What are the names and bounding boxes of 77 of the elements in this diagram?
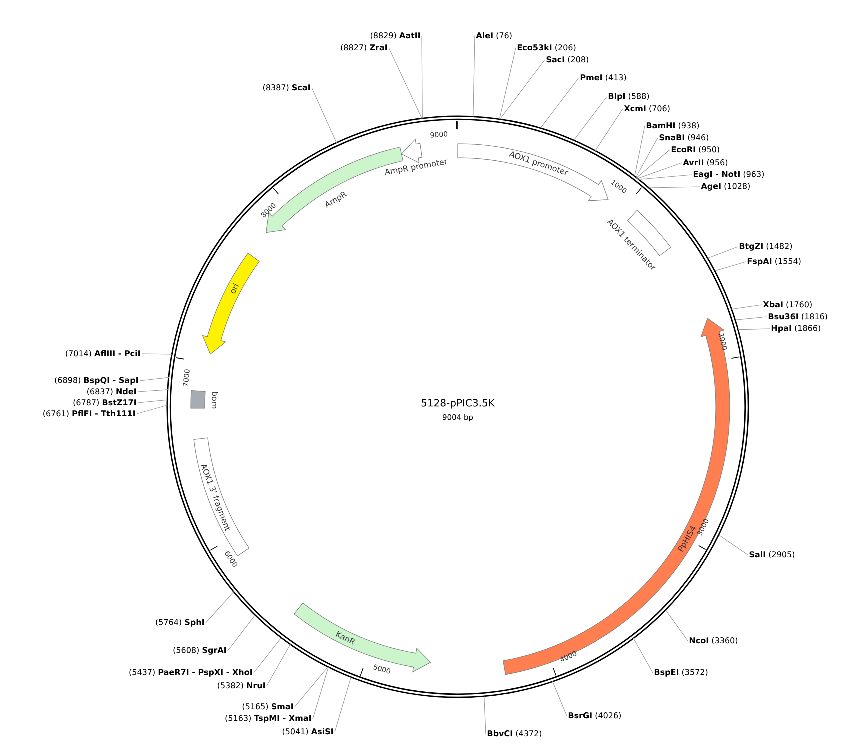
- leader-line: [734, 316, 768, 320]
- leader-line: [714, 262, 746, 272]
- enzyme-label: (6898) BspQI - SapI: [55, 377, 138, 385]
- leader-line: [707, 246, 738, 259]
- enzyme-label: AleI (76): [476, 32, 512, 40]
- leader-line: [136, 405, 168, 414]
- node-label: bom: [212, 392, 218, 409]
- enzyme-label: (5437) PaeR7I - PspXI - XhoI: [130, 669, 252, 677]
- leader-line: [140, 377, 170, 382]
- leader-line: [388, 48, 423, 120]
- leader-line: [634, 126, 646, 177]
- enzyme-label: AvrII (956): [683, 159, 728, 167]
- leader-line: [665, 610, 688, 642]
- enzyme-label: EagI - NotI (963): [694, 171, 764, 179]
- leader-line: [312, 666, 330, 720]
- leader-line: [738, 328, 770, 330]
- leader-line: [595, 108, 624, 152]
- enzyme-label: BamHI (938): [646, 122, 700, 130]
- leader-line: [636, 138, 658, 178]
- leader-line: [206, 592, 234, 624]
- enzyme-label: XbaI (1760): [763, 301, 812, 309]
- enzyme-label: SalI (2905): [750, 551, 795, 559]
- enzyme-label: EcoRI (950): [672, 146, 720, 154]
- leader-line: [574, 96, 608, 141]
- leader-line: [484, 696, 486, 734]
- leader-line: [731, 304, 762, 310]
- enzyme-label: (5163) TspMI - XmaI: [226, 715, 312, 723]
- enzyme-label: (6787) BstZ17I: [74, 399, 136, 407]
- enzyme-label: (5041) AsiSI: [282, 728, 334, 736]
- enzyme-label: SnaBI (946): [660, 134, 708, 142]
- leader-line: [312, 88, 338, 144]
- leader-line: [473, 36, 476, 118]
- enzyme-label: (8387) ScaI: [263, 84, 310, 92]
- feature-bar: bom: [190, 390, 218, 409]
- enzyme-label: (8829) AatII: [370, 32, 420, 40]
- leader-line: [138, 390, 168, 392]
- leader-line: [138, 400, 168, 404]
- enzyme-label: Eco53kI (206): [518, 44, 576, 52]
- leader-line: [500, 60, 546, 120]
- enzyme-label: (8827) ZraI: [341, 44, 388, 52]
- enzyme-label: (5165) SmaI: [242, 703, 294, 711]
- enzyme-label: SacI (208): [546, 56, 588, 64]
- leader-line: [266, 644, 291, 686]
- leader-line: [142, 354, 173, 355]
- leader-line: [228, 614, 256, 652]
- leader-line: [718, 534, 748, 556]
- leader-line: [422, 36, 423, 119]
- enzyme-label: FspAI (1554): [748, 258, 801, 266]
- enzyme-label: BlpI (588): [608, 93, 650, 101]
- enzyme-label: (6761) PflFI - Tth111I: [44, 410, 136, 418]
- enzyme-label: Bsu36I (1816): [768, 313, 828, 321]
- enzyme-label: (5382) NruI: [218, 682, 266, 690]
- enzyme-label: BtgZI (1482): [740, 243, 792, 251]
- leader-line: [633, 638, 654, 674]
- enzyme-label: AgeI (1028): [701, 183, 750, 191]
- leader-line: [648, 186, 700, 188]
- enzyme-label: (7014) AflIII - PciI: [66, 350, 140, 358]
- enzyme-label: HpaI (1866): [772, 325, 820, 333]
- enzyme-label: (5608) SgrAI: [174, 647, 226, 655]
- leader-line: [499, 48, 516, 120]
- enzyme-label: PmeI (413): [580, 74, 626, 82]
- enzyme-label: (6837) NdeI: [88, 388, 136, 396]
- enzyme-label: BbvCI (4372): [488, 730, 542, 738]
- enzyme-label: (5764) SphI: [156, 619, 204, 627]
- leader-line: [637, 162, 682, 180]
- plasmid-name: 5128-pPIC3.5K: [422, 399, 496, 409]
- enzyme-label: XcmI (706): [624, 105, 670, 113]
- leader-line: [636, 150, 670, 178]
- enzyme-label: BsrGI (4026): [568, 712, 621, 720]
- leader-line: [334, 676, 352, 732]
- leader-line: [540, 78, 580, 129]
- leader-line: [638, 174, 692, 180]
- leader-line: [552, 681, 568, 716]
- leader-line: [254, 638, 282, 674]
- enzyme-label: BspEI (3572): [654, 669, 708, 677]
- feature-bar: ori: [202, 252, 260, 355]
- leader-line: [294, 666, 329, 708]
